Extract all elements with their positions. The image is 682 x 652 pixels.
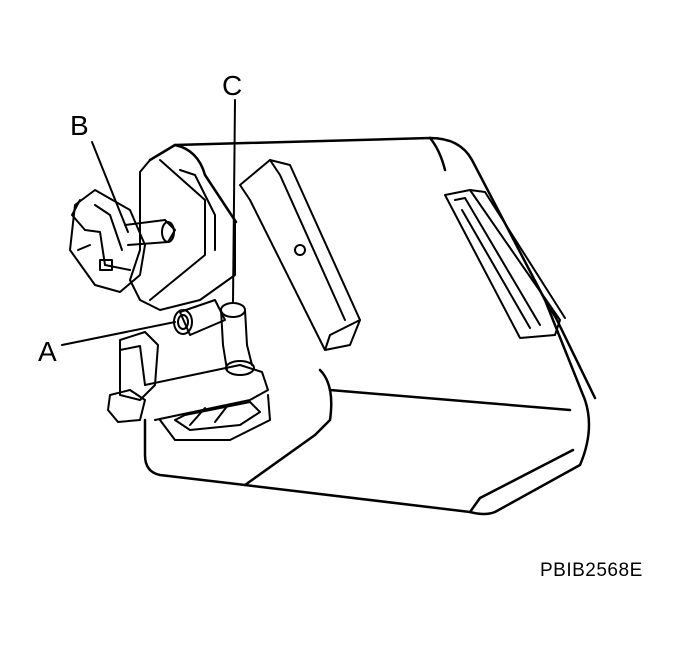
mounting-bracket bbox=[239, 159, 361, 351]
housing-front-panel bbox=[129, 159, 236, 311]
callout-label-b: B bbox=[70, 110, 89, 141]
valve-assembly bbox=[107, 331, 271, 441]
connector-b bbox=[69, 189, 176, 293]
leader-lines bbox=[61, 99, 236, 346]
callout-label-c: C bbox=[222, 70, 243, 101]
callout-label-a: A bbox=[38, 336, 57, 367]
figure-code: PBIB2568E bbox=[540, 560, 643, 581]
side-rail bbox=[444, 189, 566, 339]
fitting-c bbox=[220, 302, 255, 376]
housing-body bbox=[143, 136, 597, 516]
